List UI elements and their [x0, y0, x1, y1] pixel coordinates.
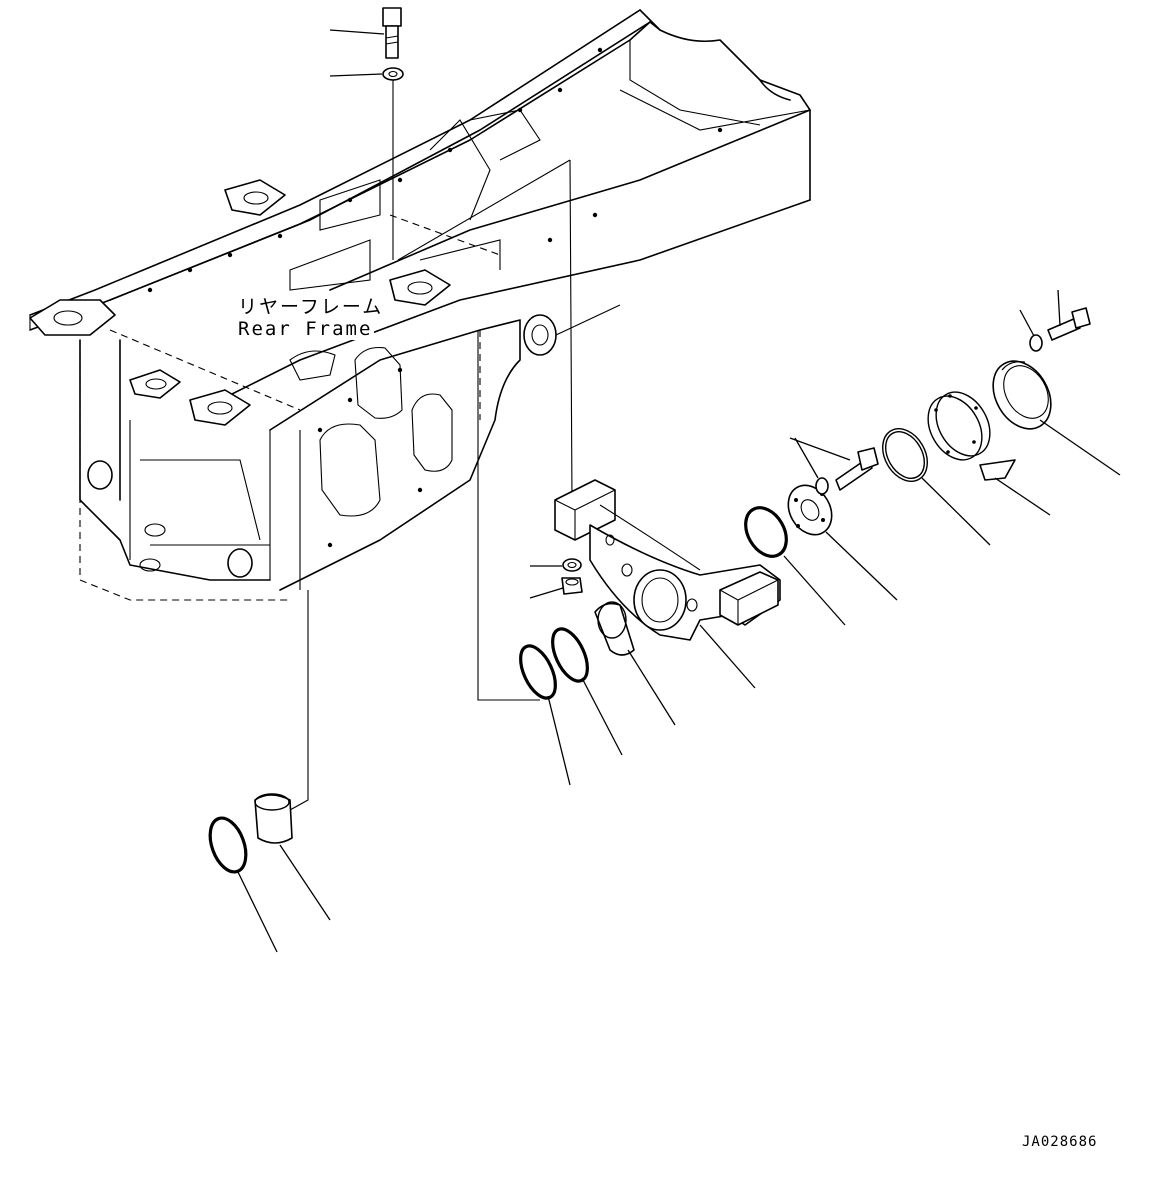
cover-cap	[992, 360, 1121, 476]
plate-washer	[794, 437, 829, 495]
axis-line-diagonal	[397, 159, 571, 261]
bracket-nut	[529, 577, 583, 599]
frame-label-japanese: リヤーフレーム	[236, 292, 386, 319]
bushing-center	[594, 601, 676, 726]
shim	[927, 391, 1051, 516]
o-ring-right-1	[744, 506, 846, 626]
frame-bolt-holes	[147, 47, 723, 548]
axis-line-left	[477, 330, 540, 701]
plate-bolt	[789, 437, 879, 491]
frame-label-english: Rear Frame	[236, 318, 375, 340]
drawing-id: JA028686	[1022, 1134, 1098, 1150]
top-bolt	[329, 7, 402, 59]
pivot-axis-line	[555, 304, 621, 336]
rear-frame	[29, 9, 811, 601]
axis-line-vertical	[569, 159, 573, 501]
axis-line-lower	[289, 590, 309, 811]
cap-bolt	[1047, 289, 1091, 341]
top-washer	[329, 67, 404, 81]
bushing-lower	[254, 793, 331, 921]
o-ring-right-2	[882, 428, 991, 546]
bracket-washer	[530, 558, 582, 572]
oscillating-bracket	[554, 479, 781, 689]
thrust-plate	[787, 484, 898, 601]
o-ring-lower	[208, 816, 278, 953]
o-ring-center-1	[551, 627, 623, 756]
o-ring-center-2	[519, 644, 571, 786]
cap-washer	[1019, 309, 1043, 352]
